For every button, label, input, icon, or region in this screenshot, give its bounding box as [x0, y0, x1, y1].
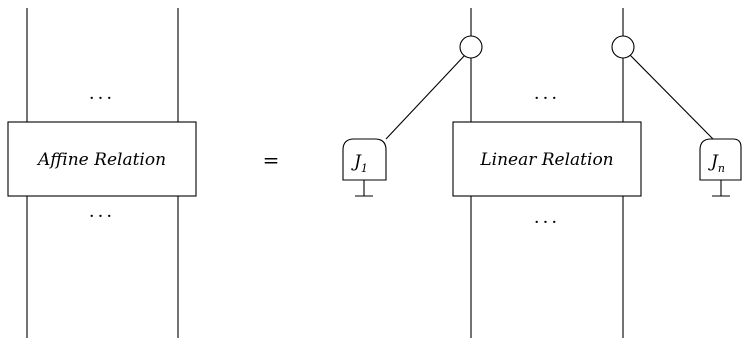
effect-j1-shape: [342, 138, 387, 181]
effect-j1-subscript: 1: [361, 162, 368, 175]
lhs-diagram: ··· Affine Relation ···: [7, 8, 197, 338]
effect-j1: J1: [342, 138, 387, 197]
spider-node-left: [459, 35, 483, 59]
affine-relation-box: [7, 121, 197, 197]
rhs-dots-bottom: ···: [534, 212, 560, 233]
linear-relation-box: [452, 121, 642, 197]
effect-jn-label: Jn: [708, 152, 725, 175]
linear-relation-label: Linear Relation: [479, 150, 613, 170]
affine-relation-label: Affine Relation: [36, 150, 166, 170]
effect-jn-subscript: n: [718, 162, 725, 175]
effect-jn-shape: [699, 138, 742, 181]
equals-sign: =: [263, 148, 280, 172]
lhs-dots-bottom: ···: [89, 206, 115, 227]
spider-node-right: [611, 35, 635, 59]
connector-wire-j1: [385, 54, 466, 140]
effect-jn: Jn: [699, 138, 742, 197]
effect-j1-label: J1: [351, 152, 368, 175]
rhs-diagram: ··· Linear Relation ··· J1 Jn: [342, 8, 742, 338]
connector-wire-jn: [629, 54, 714, 140]
effect-j1-letter: J: [351, 152, 362, 172]
lhs-dots-top: ···: [89, 88, 115, 109]
rhs-dots-top: ···: [534, 88, 560, 109]
effect-jn-letter: J: [708, 152, 719, 172]
